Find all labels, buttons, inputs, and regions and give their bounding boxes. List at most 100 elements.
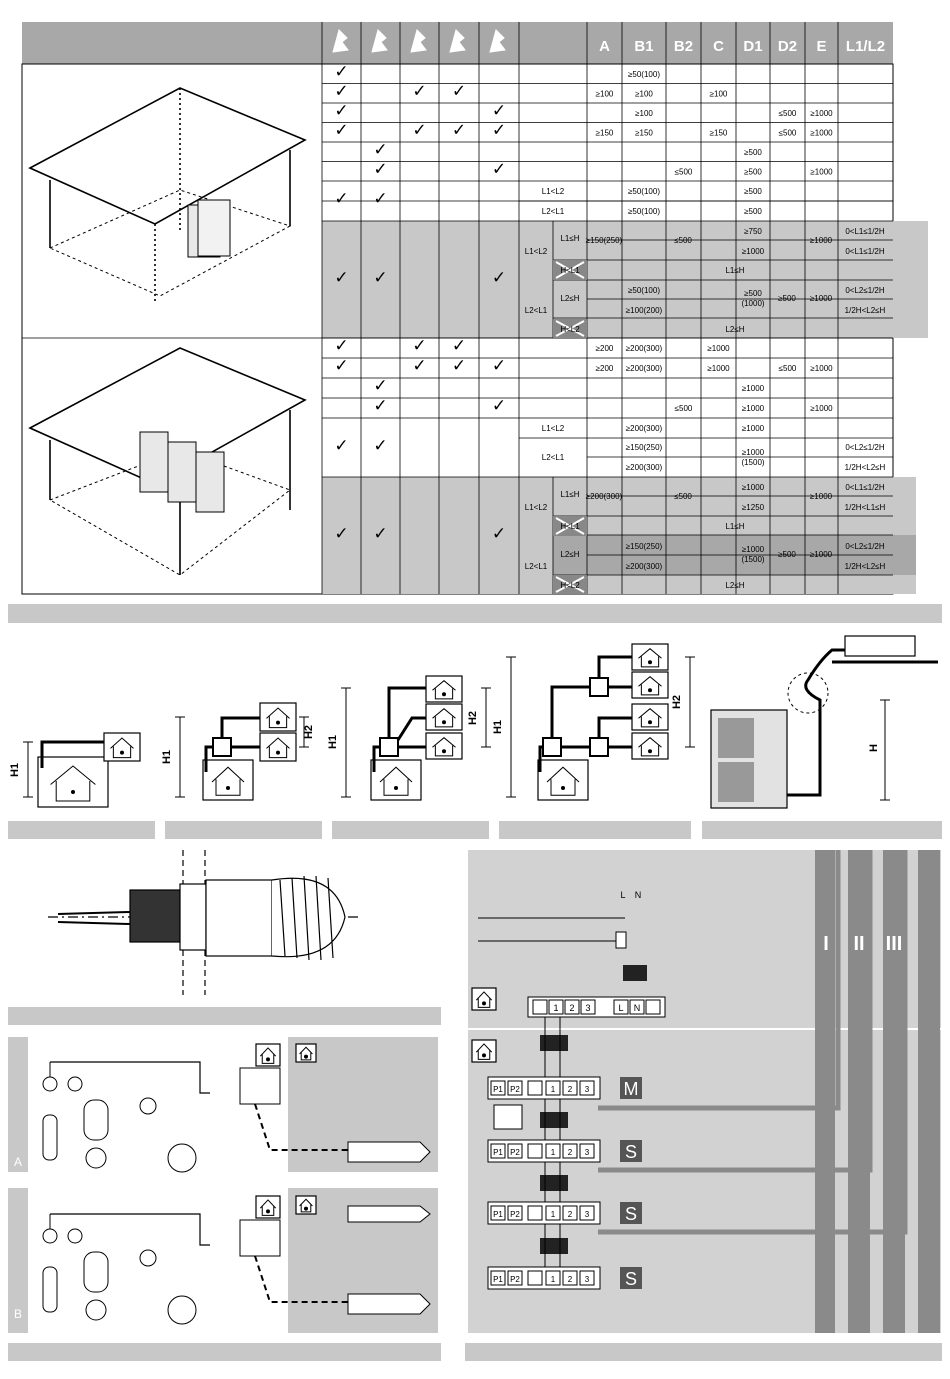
terminal xyxy=(579,1205,595,1221)
house-icon xyxy=(475,1043,493,1060)
cell-value: ≥1000 xyxy=(742,448,765,457)
unit-badge-label: S xyxy=(625,1269,637,1289)
cell-value: L2≤H xyxy=(725,581,744,590)
house-icon xyxy=(432,737,456,757)
terminal xyxy=(580,999,596,1015)
pipe-line xyxy=(40,740,104,768)
column-header-d2: D2 xyxy=(778,38,797,55)
terminal-label: P2 xyxy=(510,1210,520,1219)
height-label: H1 xyxy=(327,735,339,749)
terminal xyxy=(613,999,629,1015)
terminal-label: 3 xyxy=(585,1210,590,1219)
unit-box xyxy=(425,675,463,703)
wire-path xyxy=(598,850,873,1173)
house-icon xyxy=(379,766,413,796)
column-header-a: A xyxy=(599,38,610,55)
pipe-line xyxy=(204,716,260,772)
unit-box xyxy=(425,703,463,731)
cell-value: ≤500 xyxy=(779,128,797,137)
airflow-arrow-icon xyxy=(371,29,388,53)
wiring-stripe xyxy=(815,850,835,1333)
table-grid xyxy=(22,22,893,594)
check-mark: ✓ xyxy=(334,62,348,81)
terminal xyxy=(545,1080,561,1096)
house-icon xyxy=(432,680,456,700)
receiver-tank xyxy=(83,1099,109,1141)
cable-bundle xyxy=(540,1175,568,1191)
dot xyxy=(120,750,124,755)
check-mark: ✓ xyxy=(373,189,387,208)
cell-value: L2<L1 xyxy=(525,562,548,571)
dot xyxy=(482,1053,486,1058)
terminal xyxy=(527,1080,543,1096)
cell-value: ≥500 xyxy=(744,187,762,196)
cell-value: ≤500 xyxy=(779,364,797,373)
check-mark: ✓ xyxy=(334,336,348,355)
terminal xyxy=(645,999,661,1015)
check-mark: ✓ xyxy=(412,356,426,375)
check-mark: ✓ xyxy=(373,140,387,159)
caption-band-5 xyxy=(702,821,942,839)
terminal-label: 3 xyxy=(585,1003,590,1013)
height-label: H1 xyxy=(492,720,504,734)
cell-value: ≥200(300) xyxy=(626,562,663,571)
cell-value: ≥500 xyxy=(778,550,796,559)
terminal xyxy=(579,1080,595,1096)
check-mark: ✓ xyxy=(373,524,387,543)
terminal-label: P1 xyxy=(493,1275,503,1284)
check-mark: ✓ xyxy=(334,268,348,287)
cross-line xyxy=(555,576,585,593)
terminal-label: 1 xyxy=(553,1003,558,1013)
terminal xyxy=(548,999,564,1015)
terminal xyxy=(527,1205,543,1221)
cell-value: L2<L1 xyxy=(542,453,565,462)
cell-value: L2<L1 xyxy=(542,207,565,216)
terminal xyxy=(507,1080,523,1096)
check-mark: ✓ xyxy=(334,189,348,208)
wiring-stripe xyxy=(918,850,940,1333)
cell-value: 0<L1≤1/2H xyxy=(845,483,885,492)
cell-value: ≤500 xyxy=(779,109,797,118)
unit-box xyxy=(425,732,463,760)
unit-badge-label: S xyxy=(625,1142,637,1162)
dot xyxy=(648,720,652,725)
cell-value: ≥200(300) xyxy=(626,463,663,472)
house-icon xyxy=(638,676,662,696)
height-label: H2 xyxy=(467,711,479,725)
terminal xyxy=(629,999,645,1015)
cell-value: ≥750 xyxy=(744,227,762,236)
vacuum-pump xyxy=(167,1143,197,1173)
caption-band-3 xyxy=(332,821,489,839)
cell-value: 1/2H<L2≤H xyxy=(845,463,886,472)
check-mark: ✓ xyxy=(492,159,506,178)
cell-value: ≥100(200) xyxy=(626,306,663,315)
terminal xyxy=(545,1143,561,1159)
cell-value: ≥1000 xyxy=(810,364,833,373)
check-mark: ✓ xyxy=(373,159,387,178)
unit-box xyxy=(631,732,669,760)
wall-pipe-illustration xyxy=(48,850,360,995)
cell-value: L1<L2 xyxy=(525,503,548,512)
house-icon xyxy=(638,708,662,728)
pipe-line xyxy=(254,1103,348,1151)
cell-value: L2≤H xyxy=(560,294,579,303)
terminal-label: 2 xyxy=(568,1148,573,1157)
terminal xyxy=(532,999,548,1015)
wire-path xyxy=(598,850,841,1111)
branch-box xyxy=(542,737,562,757)
terminal-label: 2 xyxy=(569,1003,574,1013)
terminal xyxy=(507,1143,523,1159)
branch-box xyxy=(379,737,399,757)
wire xyxy=(544,1017,561,1267)
cell-value: ≥50(100) xyxy=(628,187,660,196)
unit-box xyxy=(370,759,422,801)
unit-badge xyxy=(620,1077,642,1099)
cell-value: ≥200 xyxy=(596,344,614,353)
cell-value: ≥500 xyxy=(744,289,762,298)
column-header-d1: D1 xyxy=(743,38,762,55)
terminal-label: 3 xyxy=(585,1275,590,1284)
terminal-label: N xyxy=(634,1003,641,1013)
column-header-b2: B2 xyxy=(674,38,693,55)
cell-value: ≥500 xyxy=(778,294,796,303)
